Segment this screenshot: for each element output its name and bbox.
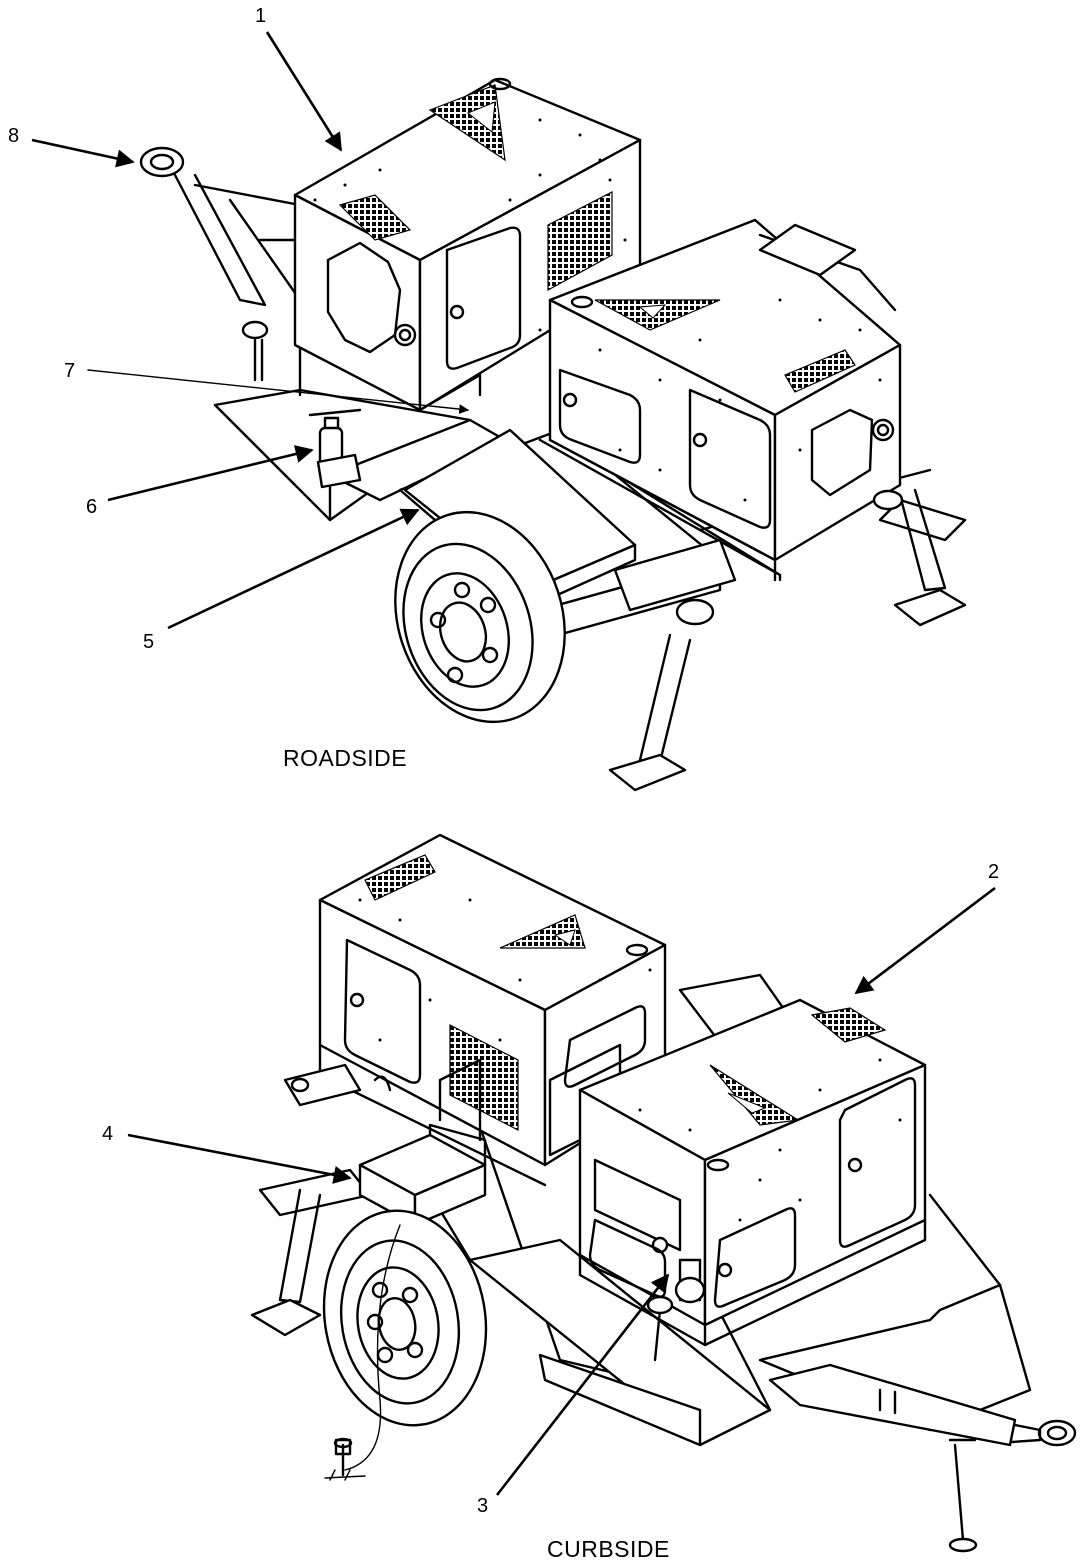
callout-5: 5 [143,508,420,653]
curbside-generator-set-2 [578,998,927,1347]
callout-6: 6 [86,445,314,518]
roadside-wheel [394,510,566,724]
curbside-view: 2 4 3 CURBSIDE [102,833,1077,1562]
callout-1: 1 [255,5,343,152]
callout-5-label: 5 [143,631,154,653]
callout-4: 4 [102,1123,352,1184]
curbside-generator-set-1 [318,833,667,1187]
callout-1-leader [265,31,343,152]
callout-7-label: 7 [64,360,75,382]
curbside-wheel [322,1209,488,1427]
roadside-leveling-jacks [608,488,967,792]
callout-3-leader [495,1273,670,1496]
callout-4-leader [127,1133,352,1184]
callout-2: 2 [854,861,999,995]
curbside-generator-1-fasteners [358,898,652,1042]
roadside-generator-set-1 [293,77,642,412]
roadside-tow-bar [139,146,302,397]
callout-8: 8 [8,125,135,168]
callout-1-label: 1 [255,5,266,27]
callout-6-label: 6 [86,496,97,518]
roadside-generator-set-2 [548,218,902,582]
curbside-tow-bar [768,1363,1077,1553]
curbside-generator-2-fasteners [638,1058,902,1222]
callout-2-label: 2 [988,861,999,883]
callout-3-label: 3 [477,1495,488,1517]
curbside-view-title: CURBSIDE [547,1536,670,1562]
callout-8-leader [31,138,135,168]
curbside-ground-cable [324,1224,401,1481]
callout-5-leader [167,508,420,630]
callout-7-leader [87,369,469,414]
callout-4-label: 4 [102,1123,113,1145]
callout-7: 7 [64,360,469,414]
roadside-view: 1 8 7 6 5 ROADSIDE [8,5,967,792]
callout-8-label: 8 [8,125,19,147]
roadside-fire-extinguisher [308,408,362,489]
roadside-generator-2-fasteners [598,298,882,502]
callout-6-leader [107,445,314,502]
curbside-far-fender [283,1063,392,1107]
roadside-view-title: ROADSIDE [283,745,407,771]
callout-3: 3 [477,1273,670,1517]
curbside-leveling-jacks [250,1188,706,1362]
callout-2-leader [854,886,996,995]
